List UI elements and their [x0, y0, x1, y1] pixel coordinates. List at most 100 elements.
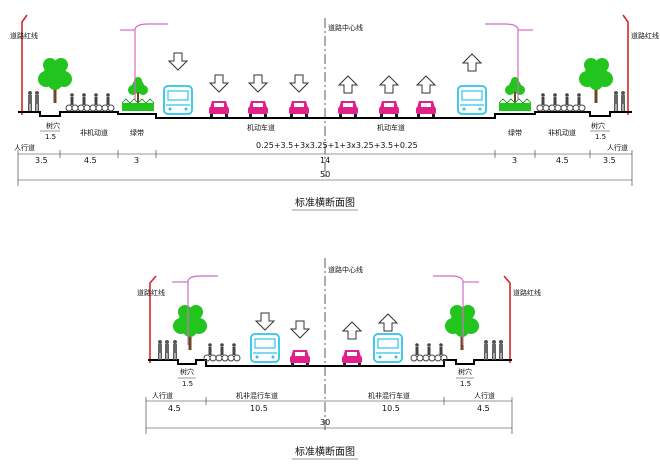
- bus-icon: [250, 333, 280, 363]
- dim-total: 30: [320, 418, 330, 427]
- dim-total: 50: [320, 170, 330, 179]
- mixed-lane-label: 机非混行车道: [368, 391, 410, 400]
- pedestrian-icon: [484, 340, 488, 360]
- road-surface: [148, 359, 512, 367]
- red-line-label-left: 道路红线: [137, 288, 165, 297]
- green-belt-label: 绿带: [508, 128, 522, 137]
- bicycle-icon: [227, 342, 241, 362]
- arrow-up-icon: [378, 313, 398, 332]
- non-motor-label: 非机动道: [80, 128, 108, 137]
- bicycle-icon: [77, 92, 91, 112]
- tree-pit-label: 树穴: [591, 121, 605, 130]
- car-icon: [416, 101, 436, 117]
- tree-pit-dim: 1.5: [460, 380, 471, 388]
- red-line-left: [149, 275, 157, 363]
- dim-sidewalk: 3.5: [35, 156, 48, 165]
- tree-pit-dim: 1.5: [45, 133, 56, 141]
- arrow-down-icon: [289, 74, 309, 93]
- tree-icon: [38, 58, 72, 103]
- bicycle-icon: [548, 92, 562, 112]
- car-icon: [338, 101, 358, 117]
- tree-pit-label: 树穴: [46, 121, 60, 130]
- red-line-right: [503, 275, 511, 363]
- red-line-right: [622, 14, 629, 115]
- bicycle-icon: [203, 342, 217, 362]
- arrow-down-icon: [168, 52, 188, 71]
- dim-non-motor: 4.5: [556, 156, 569, 165]
- road-surface: [18, 111, 632, 119]
- car-icon: [290, 350, 310, 366]
- motor-lane-label: 机动车道: [247, 123, 275, 132]
- car-icon: [342, 350, 362, 366]
- bicycle-icon: [422, 342, 436, 362]
- pedestrian-icon: [35, 91, 39, 111]
- red-line-label-right: 道路红线: [513, 288, 541, 297]
- dim-sidewalk: 3.5: [603, 156, 616, 165]
- bicycle-icon: [215, 342, 229, 362]
- arrow-up-icon: [379, 75, 399, 94]
- center-line-label: 道路中心线: [328, 265, 363, 274]
- street-lamp-icon: [485, 23, 533, 100]
- pedestrian-icon: [499, 340, 503, 360]
- red-line-label-left: 道路红线: [10, 31, 38, 40]
- page-title: 标准横断面图: [295, 196, 355, 209]
- shrub-tree-icon: [128, 77, 148, 102]
- arrow-up-icon: [462, 53, 482, 72]
- dimension-line: [145, 397, 513, 434]
- bus-icon: [163, 85, 193, 115]
- car-icon: [248, 101, 268, 117]
- car-icon: [379, 101, 399, 117]
- arrow-up-icon: [338, 75, 358, 94]
- dim-green-belt: 3: [512, 156, 517, 165]
- pedestrian-icon: [158, 340, 162, 360]
- dimension-line: [17, 150, 633, 186]
- arrow-down-icon: [248, 74, 268, 93]
- dim-mixed: 10.5: [382, 404, 400, 413]
- bicycle-icon: [65, 92, 79, 112]
- shrub-tree-icon: [505, 77, 525, 102]
- green-belt-label: 绿带: [130, 128, 144, 137]
- dim-sidewalk: 4.5: [168, 404, 181, 413]
- dim-mixed: 10.5: [250, 404, 268, 413]
- bicycle-icon: [560, 92, 574, 112]
- mixed-lane-label: 机非混行车道: [236, 391, 278, 400]
- arrow-down-icon: [255, 312, 275, 331]
- red-line-left: [21, 14, 28, 115]
- bicycle-icon: [410, 342, 424, 362]
- red-line-label-right: 道路红线: [631, 31, 659, 40]
- bus-icon: [373, 333, 403, 363]
- sidewalk-label: 人行道: [14, 143, 35, 152]
- tree-pit-dim: 1.5: [182, 380, 193, 388]
- arrow-down-icon: [290, 320, 310, 339]
- center-line-label: 道路中心线: [328, 23, 363, 32]
- tree-icon: [173, 305, 207, 350]
- street-lamp-icon: [120, 23, 168, 100]
- dim-motor: 14: [320, 156, 330, 165]
- pedestrian-icon: [621, 91, 625, 111]
- non-motor-label: 非机动道: [548, 128, 576, 137]
- pedestrian-icon: [614, 91, 618, 111]
- sidewalk-label: 人行道: [607, 143, 628, 152]
- street-lamp-icon: [433, 275, 479, 345]
- dim-non-motor: 4.5: [84, 156, 97, 165]
- bicycle-icon: [89, 92, 103, 112]
- arrow-up-icon: [342, 321, 362, 340]
- dim-sidewalk: 4.5: [477, 404, 490, 413]
- tree-pit-dim: 1.5: [595, 133, 606, 141]
- pedestrian-icon: [173, 340, 177, 360]
- street-lamp-icon: [172, 275, 218, 345]
- car-icon: [289, 101, 309, 117]
- bottom-section: 道路红线 道路红线 道路中心线: [137, 258, 541, 460]
- pedestrian-icon: [165, 340, 169, 360]
- page-title: 标准横断面图: [295, 445, 355, 458]
- bicycle-icon: [434, 342, 448, 362]
- sidewalk-label: 人行道: [152, 391, 173, 400]
- pedestrian-icon: [492, 340, 496, 360]
- bicycle-icon: [536, 92, 550, 112]
- sidewalk-label: 人行道: [474, 391, 495, 400]
- car-icon: [209, 101, 229, 117]
- lane-width-formula: 0.25+3.5+3x3.25+1+3x3.25+3.5+0.25: [256, 141, 418, 150]
- tree-pit-label: 树穴: [458, 367, 472, 376]
- bicycle-icon: [572, 92, 586, 112]
